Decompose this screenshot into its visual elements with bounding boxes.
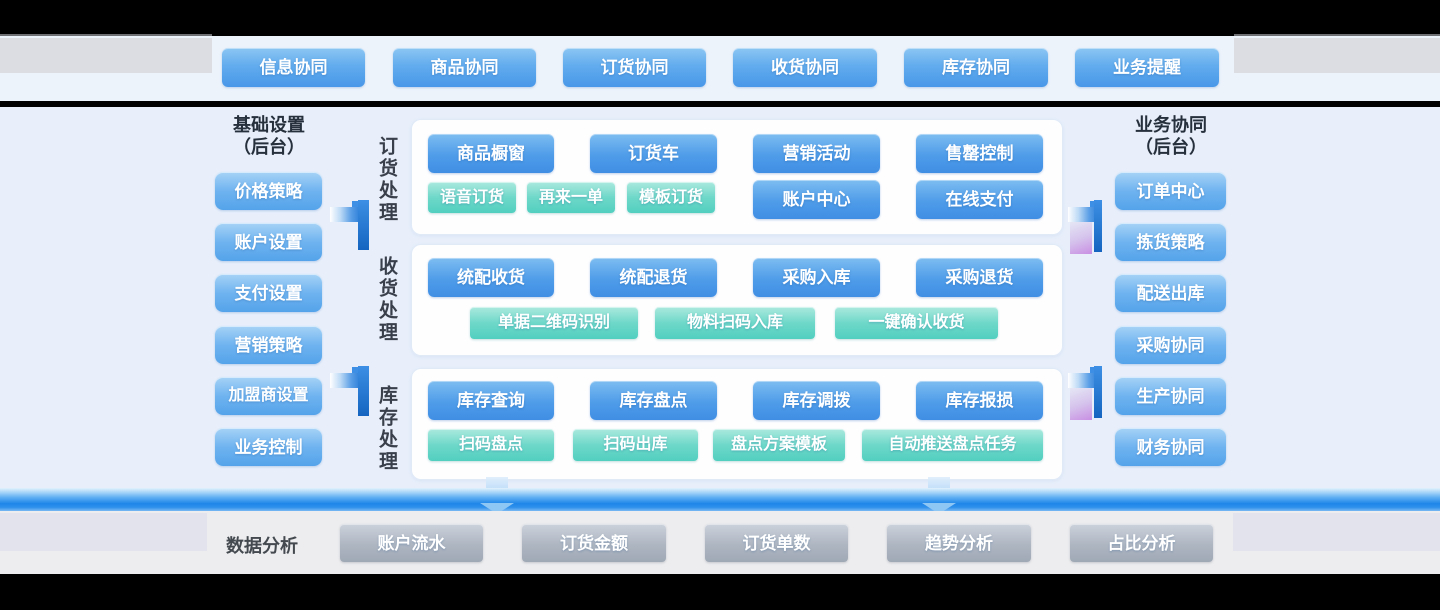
chip-auto-push-count-task: 自动推送盘点任务 [862,429,1043,461]
chip-one-click-confirm-receive: 一键确认收货 [835,307,998,339]
left-arrow-bottom-icon [330,366,372,418]
bottom-button-trend-analysis: 趋势分析 [887,524,1031,562]
top-button-info-collab: 信息协同 [222,48,365,87]
bottom-button-account-flow: 账户流水 [340,524,483,562]
left-item-marketing-strategy: 营销策略 [215,326,322,364]
chip-order-cart: 订货车 [590,134,717,173]
chip-inventory-count: 库存盘点 [590,381,717,420]
right-item-delivery-outbound: 配送出库 [1115,274,1226,312]
chip-inventory-transfer: 库存调拨 [753,381,880,420]
right-column-header: 业务协同 （后台） [1091,114,1251,158]
header-divider-bar [0,101,1440,107]
top-collaboration-band [0,36,1440,101]
top-letterbox [0,0,1440,36]
bottom-button-proportion-analysis: 占比分析 [1070,524,1213,562]
down-arrow-right-icon [922,503,956,514]
chip-scan-outbound: 扫码出库 [573,429,698,461]
chip-purchase-inbound: 采购入库 [753,258,880,297]
chip-purchase-return: 采购退货 [916,258,1043,297]
left-item-account-settings: 账户设置 [215,223,322,261]
chip-scan-count: 扫码盘点 [428,429,554,461]
bottom-letterbox [0,574,1440,610]
right-item-production-collab: 生产协同 [1115,377,1226,415]
chip-reorder: 再来一单 [527,182,615,213]
top-button-order-collab: 订货协同 [563,48,706,87]
section-label-receive-processing: 收货处理 [376,256,397,344]
right-arrow-top-icon [1068,200,1110,254]
chip-account-center: 账户中心 [753,180,880,219]
chip-unified-return: 统配退货 [590,258,717,297]
right-item-picking-strategy: 拣货策略 [1115,223,1226,261]
chip-count-plan-template: 盘点方案模板 [713,429,845,461]
chip-template-order: 模板订货 [627,182,715,213]
right-column-subtitle: （后台） [1135,137,1207,157]
top-right-strip-line [1234,34,1440,36]
top-left-gray-panel [0,38,212,73]
left-item-franchisee-settings: 加盟商设置 [215,377,322,415]
section-label-order-processing: 订货处理 [376,136,397,224]
right-arrow-bottom-icon [1068,366,1110,420]
bottom-left-gray-panel [0,513,207,551]
top-left-strip-line [0,34,212,36]
bottom-button-order-count: 订货单数 [705,524,848,562]
data-flow-bar [0,488,1440,512]
chip-unified-receive: 统配收货 [428,258,554,297]
chip-soldout-control: 售罄控制 [916,134,1043,173]
section-label-inventory-processing: 库存处理 [376,385,397,473]
top-button-goods-collab: 商品协同 [393,48,536,87]
chip-product-showcase: 商品橱窗 [428,134,554,173]
right-item-order-center: 订单中心 [1115,172,1226,210]
bottom-right-gray-panel [1233,513,1440,551]
top-right-gray-panel [1234,38,1440,73]
right-item-purchase-collab: 采购协同 [1115,326,1226,364]
bottom-section-label: 数据分析 [226,536,298,556]
left-column-subtitle: （后台） [233,137,305,157]
left-column-header: 基础设置 （后台） [189,114,349,158]
top-button-business-reminder: 业务提醒 [1075,48,1219,87]
left-item-price-strategy: 价格策略 [215,172,322,210]
chip-voice-order: 语音订货 [428,182,516,213]
chip-inventory-query: 库存查询 [428,381,554,420]
chip-online-payment: 在线支付 [916,180,1043,219]
top-button-inventory-collab: 库存协同 [904,48,1048,87]
right-item-finance-collab: 财务协同 [1115,428,1226,466]
right-column-title: 业务协同 [1135,115,1207,135]
chip-doc-qrcode-recognition: 单据二维码识别 [470,307,638,339]
left-arrow-top-icon [330,200,372,252]
bottom-button-order-amount: 订货金额 [522,524,666,562]
chip-inventory-loss: 库存报损 [916,381,1043,420]
left-column-title: 基础设置 [233,115,305,135]
left-item-business-control: 业务控制 [215,428,322,466]
top-button-receive-collab: 收货协同 [733,48,877,87]
chip-marketing-campaign: 营销活动 [753,134,880,173]
down-arrow-left-icon [480,503,514,514]
left-item-payment-settings: 支付设置 [215,274,322,312]
chip-material-scan-inbound: 物料扫码入库 [655,307,815,339]
